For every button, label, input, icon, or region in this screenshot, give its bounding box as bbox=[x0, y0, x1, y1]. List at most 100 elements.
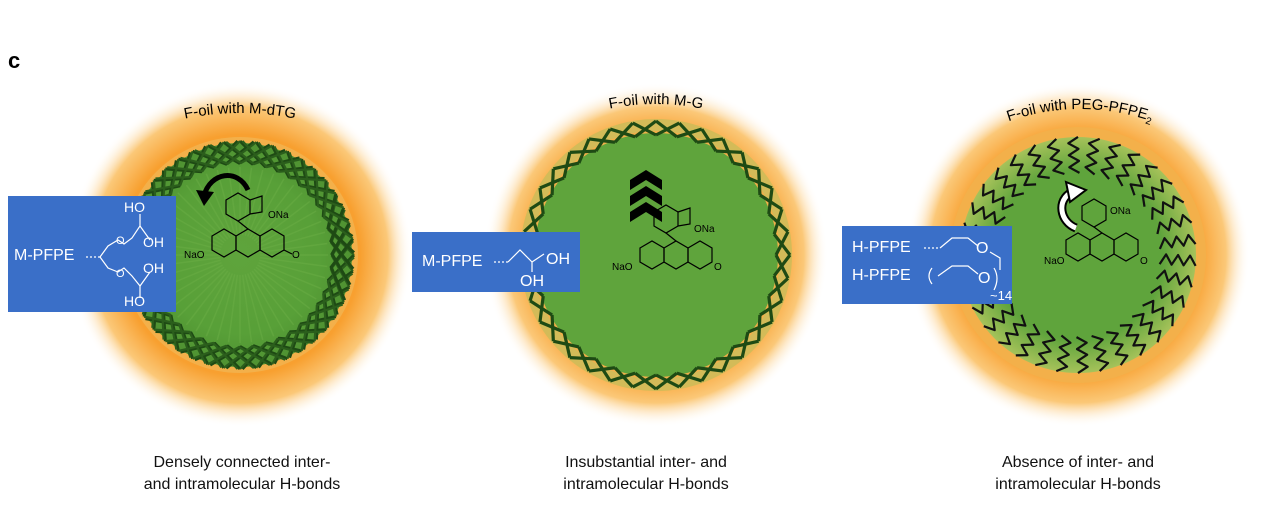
h-bond-strand bbox=[655, 371, 678, 391]
h-bond-strand bbox=[145, 150, 194, 193]
h-bond-strand bbox=[180, 140, 241, 168]
caption-panel-1: Densely connected inter- and intramolecu… bbox=[92, 452, 392, 496]
caption-panel-2: Insubstantial inter- and intramolecular … bbox=[496, 452, 796, 496]
droplet-ray bbox=[227, 274, 239, 343]
droplet-ray bbox=[205, 273, 234, 337]
peg-chain bbox=[1035, 330, 1056, 367]
ether-o-bottom: O bbox=[978, 270, 990, 287]
h-bond-strand bbox=[326, 256, 355, 317]
h-bond-strand bbox=[167, 141, 225, 173]
h-bond-strand bbox=[569, 356, 597, 361]
aqueous-droplet bbox=[534, 133, 778, 377]
caption-line-2: intramolecular H-bonds bbox=[563, 476, 729, 493]
h-bond-strand bbox=[300, 303, 344, 352]
panel-title: F-oil with M-G bbox=[607, 91, 704, 113]
peg-chain bbox=[1151, 195, 1185, 220]
h-bond-strand bbox=[594, 128, 612, 152]
peg-chain bbox=[994, 167, 1025, 198]
fluorescein-dye bbox=[1065, 198, 1139, 262]
droplet-ray bbox=[241, 167, 253, 236]
h-bond-strand bbox=[715, 149, 743, 154]
droplet-ray bbox=[195, 271, 231, 332]
head-group-oh-lower: OH bbox=[143, 260, 164, 276]
droplet-ray bbox=[258, 220, 322, 249]
h-bond-strand bbox=[613, 121, 634, 144]
peg-chain bbox=[1046, 138, 1065, 176]
aqueous-droplet bbox=[128, 143, 352, 367]
droplet-ray bbox=[259, 256, 328, 268]
peg-chain bbox=[971, 202, 1006, 225]
dye-label-ona: ONa bbox=[694, 224, 715, 235]
peg-chain bbox=[1067, 135, 1081, 174]
h-bond-strand bbox=[529, 299, 553, 317]
caption-line-1: Insubstantial inter- and bbox=[565, 454, 727, 471]
droplet-ray bbox=[255, 266, 311, 310]
panel-m-g: ONa NaO O F-oil with M-G M-PFPE OH OH bbox=[412, 83, 828, 427]
h-bond-strand bbox=[696, 137, 724, 144]
caption-panel-3: Absence of inter- and intramolecular H-b… bbox=[928, 452, 1228, 496]
fluorescein-dye bbox=[211, 192, 293, 258]
caption-line-2: intramolecular H-bonds bbox=[995, 476, 1161, 493]
peg-chain bbox=[1100, 143, 1121, 180]
h-bond-strand bbox=[759, 193, 783, 211]
rotation-arrow bbox=[201, 173, 251, 197]
carbonyl-label: O bbox=[292, 250, 300, 261]
h-bond-strand bbox=[194, 141, 257, 166]
droplet-ray bbox=[258, 261, 322, 290]
h-bond-strand bbox=[271, 330, 325, 365]
head-group-ho-top: HO bbox=[124, 199, 145, 215]
h-bond-strand bbox=[700, 358, 718, 382]
h-bond-strand bbox=[223, 344, 286, 369]
dye-label-ona: ONa bbox=[1110, 206, 1131, 217]
h-bond-strand bbox=[165, 337, 223, 369]
peg-chain bbox=[1119, 323, 1147, 356]
droplet-ray bbox=[246, 273, 275, 337]
peg-chain bbox=[1015, 323, 1041, 357]
droplet-ray bbox=[249, 271, 285, 332]
peg-chain bbox=[1150, 285, 1185, 308]
peg-chain bbox=[1129, 164, 1158, 196]
droplet-ray bbox=[259, 242, 328, 254]
peg-chain bbox=[1084, 137, 1101, 176]
peg-chain bbox=[1158, 253, 1197, 267]
repeat-unit-label: ~14 bbox=[990, 288, 1012, 303]
ether-o-top: O bbox=[976, 240, 988, 257]
m-g-structure bbox=[494, 249, 545, 272]
surfactant-name: M-PFPE bbox=[14, 247, 74, 264]
h-bond-strand bbox=[747, 176, 773, 190]
droplet-ray bbox=[251, 184, 295, 240]
droplet-ray bbox=[169, 266, 225, 310]
h-bond-strand bbox=[609, 371, 636, 383]
h-bond-strand bbox=[539, 320, 565, 334]
dye-label-ona: ONa bbox=[268, 210, 289, 221]
h-bond-strand bbox=[153, 328, 207, 365]
droplet-ray bbox=[251, 270, 295, 326]
caption-line-1: Densely connected inter- bbox=[153, 454, 331, 471]
head-group-ho-bottom: HO bbox=[124, 293, 145, 309]
h-bond-strand bbox=[767, 212, 790, 233]
rotation-arrow-head bbox=[1064, 180, 1089, 204]
h-bond-strand bbox=[538, 187, 545, 215]
droplet-ray bbox=[255, 200, 311, 244]
dye-label-nao: NaO bbox=[184, 250, 205, 261]
ether-o-upper: O bbox=[116, 235, 125, 247]
h-bond-strand bbox=[241, 140, 302, 169]
h-bond-strand bbox=[302, 160, 345, 209]
panel-letter: c bbox=[8, 48, 21, 73]
peg-chain bbox=[1027, 144, 1050, 179]
surfactant-name: M-PFPE bbox=[422, 253, 482, 270]
surfactant-label-box bbox=[8, 196, 176, 312]
rotation-arrow-head bbox=[196, 190, 214, 206]
droplet-ray bbox=[216, 274, 236, 341]
peg-chain bbox=[1075, 336, 1089, 375]
surfactant-name-top: H-PFPE bbox=[852, 239, 911, 256]
carbonyl-label: O bbox=[1140, 256, 1148, 267]
droplet-ray bbox=[259, 231, 326, 251]
h-bond-strand bbox=[552, 339, 580, 349]
peg-structure bbox=[924, 237, 1001, 291]
h-bond-strand bbox=[178, 341, 239, 370]
h-bond-strand bbox=[257, 141, 315, 173]
h-bond-strand bbox=[774, 254, 790, 280]
h-bond-strand bbox=[588, 366, 616, 373]
head-group-oh-bottom: OH bbox=[520, 273, 544, 290]
